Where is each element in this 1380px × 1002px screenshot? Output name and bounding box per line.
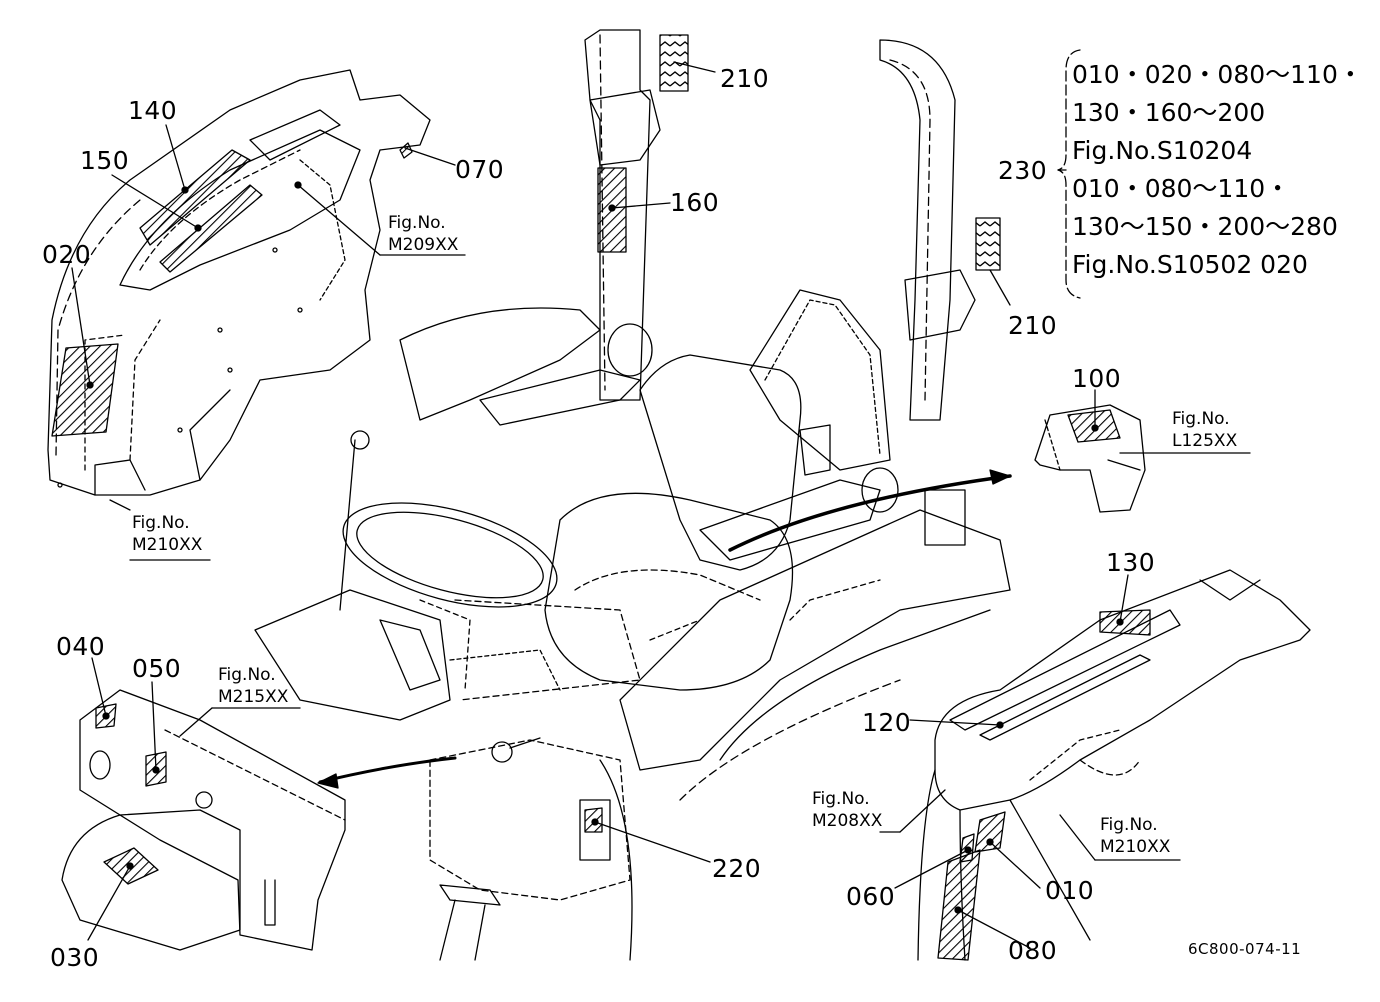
figref-l125: Fig.No. L125XX xyxy=(1172,408,1237,452)
figref-m209: Fig.No. M209XX xyxy=(388,212,458,256)
callout-120: 120 xyxy=(862,708,912,737)
decal-020 xyxy=(51,343,119,437)
figref-m210-right-line1: Fig.No. xyxy=(1100,815,1158,835)
callout-220: 220 xyxy=(712,854,762,883)
arrow-head-l125 xyxy=(989,469,1011,485)
callout-010: 010 xyxy=(1045,876,1095,905)
callout-080: 080 xyxy=(1008,936,1058,965)
reflector-210-lower xyxy=(975,217,1001,271)
callout-040: 040 xyxy=(56,632,106,661)
callout-130: 130 xyxy=(1106,548,1156,577)
figref-l125-line1: Fig.No. xyxy=(1172,409,1230,429)
callout-060: 060 xyxy=(846,882,896,911)
reflector-210-upper xyxy=(659,34,689,92)
drawing-code: 6C800-074-11 xyxy=(1188,940,1302,958)
decal-070 xyxy=(399,142,413,159)
seat-area xyxy=(479,289,966,691)
figref-m210-left-line1: Fig.No. xyxy=(132,513,190,533)
panel-m215 xyxy=(61,689,346,951)
rops-frame xyxy=(584,29,976,421)
callout-020: 020 xyxy=(42,240,92,269)
note-line-6: Fig.No.S10502 020 xyxy=(1072,250,1308,279)
callout-150: 150 xyxy=(80,146,130,175)
note-line-3: Fig.No.S10204 xyxy=(1072,136,1253,165)
decal-130 xyxy=(1099,609,1151,636)
arrow-head-m215 xyxy=(317,773,339,789)
lower-center-parts xyxy=(429,737,631,961)
figref-m208-line2: M208XX xyxy=(812,811,883,832)
note-line-5: 130～150・200～280 xyxy=(1072,212,1338,241)
applicability-note: 010・020・080～110・ 130・160～200 Fig.No.S102… xyxy=(1072,56,1363,284)
callout-210-lower: 210 xyxy=(1008,311,1058,340)
decal-140 xyxy=(139,149,251,246)
arrow-to-m215 xyxy=(318,756,457,784)
figref-m210-left: Fig.No. M210XX xyxy=(132,512,202,556)
figref-m209-line2: M209XX xyxy=(388,235,459,256)
steering-area xyxy=(254,307,641,721)
figref-m215-line1: Fig.No. xyxy=(218,665,276,685)
figref-m215: Fig.No. M215XX xyxy=(218,664,288,708)
figref-m215-line2: M215XX xyxy=(218,687,289,708)
figref-l125-line2: L125XX xyxy=(1172,431,1238,452)
callout-230: 230 xyxy=(998,156,1048,185)
fender-detail-right xyxy=(917,569,1311,961)
figref-m210-right: Fig.No. M210XX xyxy=(1100,814,1170,858)
note-line-2: 130・160～200 xyxy=(1072,98,1266,127)
decal-150 xyxy=(159,184,263,273)
leader-lines xyxy=(71,61,1251,949)
note-bracket xyxy=(1057,49,1081,299)
callout-160: 160 xyxy=(670,188,720,217)
note-line-1: 010・020・080～110・ xyxy=(1072,60,1363,89)
callout-140: 140 xyxy=(128,96,178,125)
part-l125 xyxy=(1034,404,1146,513)
callout-210-upper: 210 xyxy=(720,64,770,93)
note-line-4: 010・080～110・ xyxy=(1072,174,1291,203)
callout-050: 050 xyxy=(132,654,182,683)
decal-010 xyxy=(974,811,1006,853)
callout-030: 030 xyxy=(50,943,100,972)
figref-m208: Fig.No. M208XX xyxy=(812,788,882,832)
callout-100: 100 xyxy=(1072,364,1122,393)
right-fender-main xyxy=(599,509,1011,961)
figref-m210-left-line2: M210XX xyxy=(132,535,203,556)
arrow-to-l125 xyxy=(728,474,1012,552)
figref-m209-line1: Fig.No. xyxy=(388,213,446,233)
figref-m208-line1: Fig.No. xyxy=(812,789,870,809)
figref-m210-right-line2: M210XX xyxy=(1100,837,1171,858)
decal-080 xyxy=(937,849,981,961)
callout-070: 070 xyxy=(455,155,505,184)
